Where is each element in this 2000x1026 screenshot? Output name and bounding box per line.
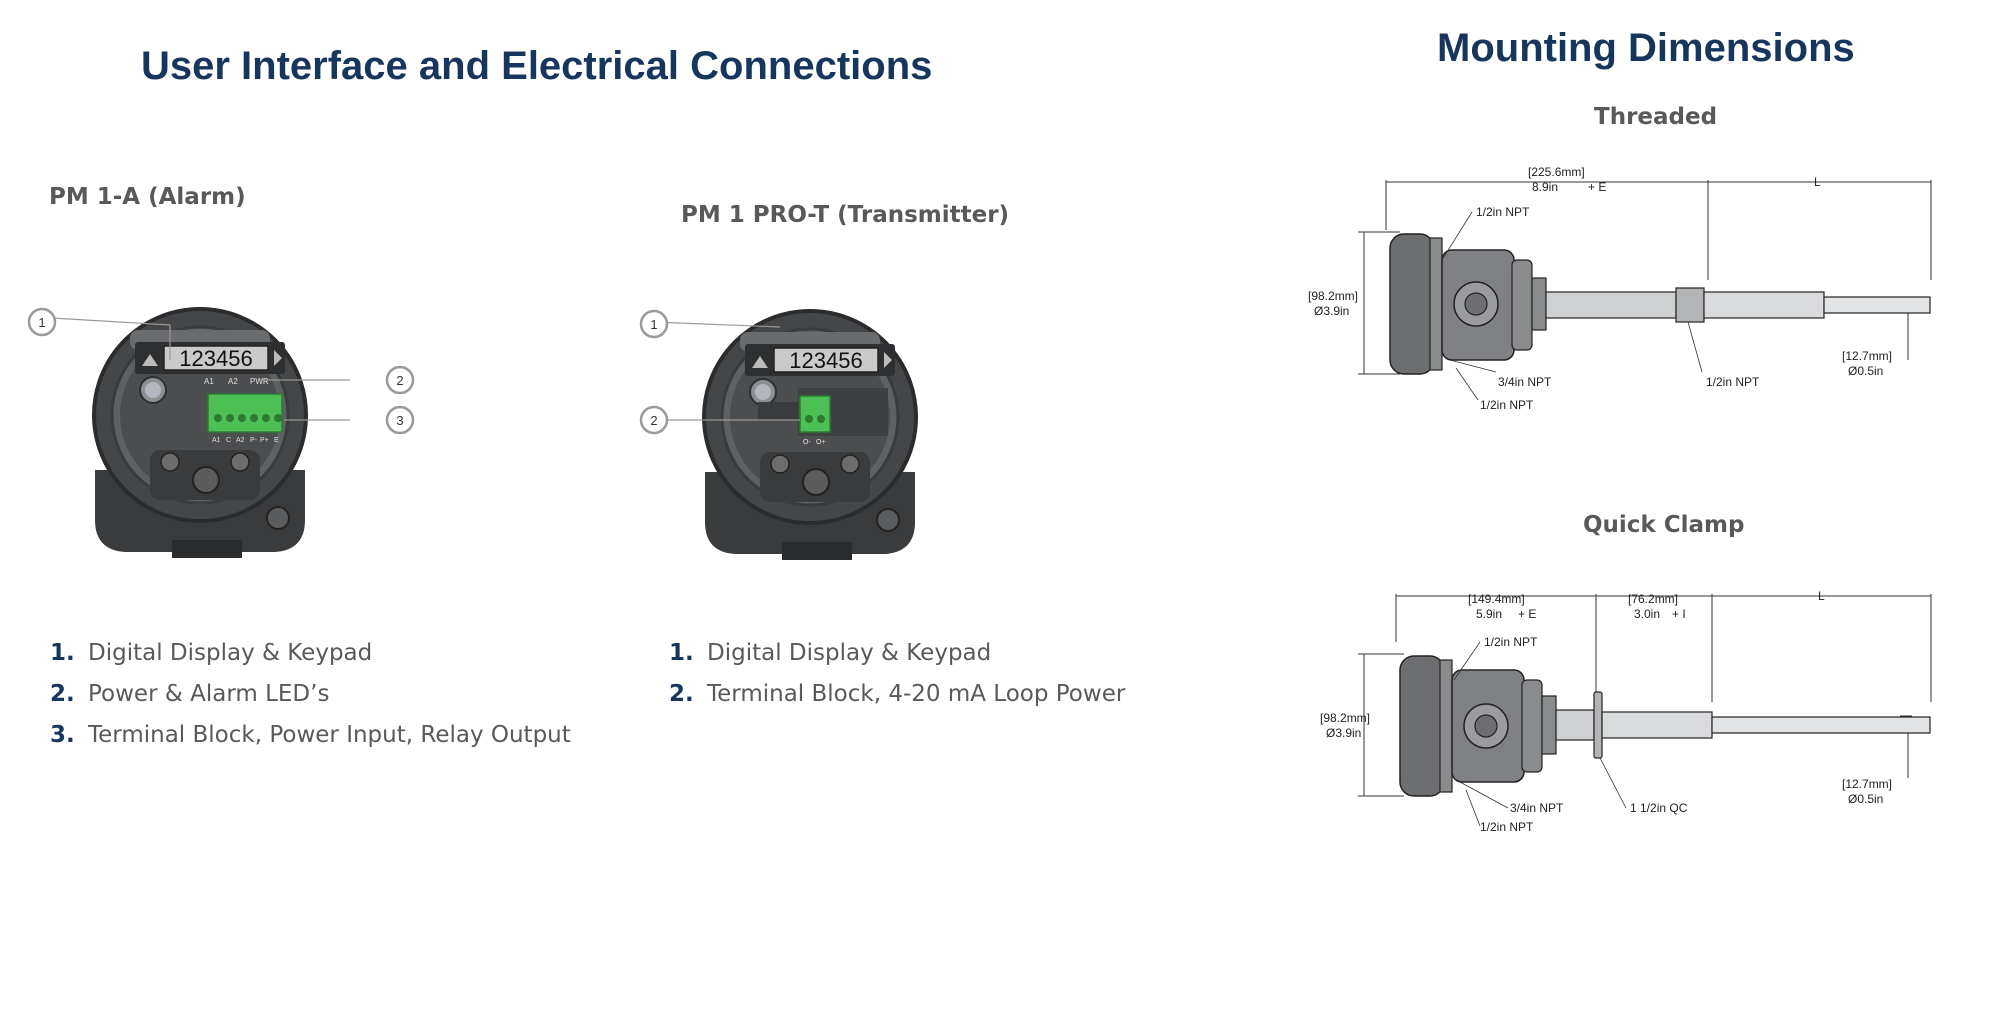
threaded-dia-mm: [98.2mm] (1308, 289, 1358, 303)
threaded-npt-probe: 1/2in NPT (1706, 375, 1760, 389)
threaded-npt-34: 3/4in NPT (1498, 375, 1552, 389)
callout-3: 3 (396, 413, 403, 428)
alarm-model-heading: PM 1-A (Alarm) (49, 184, 246, 210)
threaded-npt-top: 1/2in NPT (1476, 205, 1530, 219)
clamp-probe-mm: [12.7mm] (1842, 777, 1892, 791)
list-item: 2.Power & Alarm LED’s (50, 681, 330, 707)
clamp-dia-mm: [98.2mm] (1320, 711, 1370, 725)
terminal-label-a1: A1 (212, 437, 221, 444)
led-label-a2: A2 (228, 377, 238, 386)
clamp-length-in: 5.9in (1476, 607, 1502, 621)
clamp-ext-in: 3.0in (1634, 607, 1660, 621)
led-label-a1: A1 (204, 377, 214, 386)
transmitter-feature-list: 1.Digital Display & Keypad 2.Terminal Bl… (669, 640, 1125, 722)
terminal-label-a2: A2 (236, 437, 245, 444)
alarm-feature-list: 1.Digital Display & Keypad 2.Power & Ala… (50, 640, 571, 763)
threaded-dimension-drawing: [225.6mm] 8.9in + E L [98.2mm] Ø3.9in [1… (1308, 165, 1932, 412)
threaded-heading: Threaded (1594, 104, 1718, 130)
terminal-label-e: E (274, 437, 279, 444)
clamp-dia-in: Ø3.9in (1326, 726, 1361, 740)
terminal-label-pplus: P+ (260, 437, 269, 444)
terminal-label-oplus: O+ (816, 439, 826, 446)
threaded-length-plus: + E (1588, 180, 1606, 194)
list-item: 1.Digital Display & Keypad (669, 640, 992, 666)
led-label-pwr: PWR (250, 377, 269, 386)
clamp-qc: 1 1/2in QC (1630, 801, 1688, 815)
alarm-device-image: 123456 A1 A2 PWR A1 C A2 P- P+ E (51, 307, 350, 558)
page-title-mounting-dimensions: Mounting Dimensions (1437, 26, 1855, 70)
threaded-dia-in: Ø3.9in (1314, 304, 1349, 318)
quick-clamp-dimension-drawing: [149.4mm] 5.9in + E [76.2mm] 3.0in + I L… (1320, 589, 1932, 834)
display-readout: 123456 (179, 346, 252, 371)
threaded-probe-in: Ø0.5in (1848, 364, 1883, 378)
terminal-label-ominus: O- (803, 439, 811, 446)
clamp-ext-mm: [76.2mm] (1628, 592, 1678, 606)
terminal-label-pminus: P- (250, 437, 258, 444)
terminal-label-c: C (226, 437, 231, 444)
page-title-user-interface: User Interface and Electrical Connection… (141, 44, 933, 88)
list-item: 3.Terminal Block, Power Input, Relay Out… (50, 722, 571, 748)
threaded-npt-bottom: 1/2in NPT (1480, 398, 1534, 412)
callout-1: 1 (650, 317, 657, 332)
quick-clamp-heading: Quick Clamp (1583, 512, 1745, 538)
clamp-npt-34: 3/4in NPT (1510, 801, 1564, 815)
clamp-probe-in: Ø0.5in (1848, 792, 1883, 806)
threaded-length-mm: [225.6mm] (1528, 165, 1585, 179)
threaded-probe-mm: [12.7mm] (1842, 349, 1892, 363)
clamp-length-plus: + E (1518, 607, 1536, 621)
threaded-length-in: 8.9in (1532, 180, 1558, 194)
callout-2: 2 (396, 373, 403, 388)
clamp-npt-top: 1/2in NPT (1484, 635, 1538, 649)
alarm-callouts: 1 2 3 (27, 307, 415, 435)
threaded-L: L (1814, 175, 1821, 189)
clamp-ext-plus: + I (1672, 607, 1686, 621)
clamp-L: L (1818, 589, 1825, 603)
list-item: 2.Terminal Block, 4-20 mA Loop Power (669, 681, 1126, 707)
display-readout: 123456 (789, 348, 862, 373)
clamp-npt-bottom: 1/2in NPT (1480, 820, 1534, 834)
transmitter-model-heading: PM 1 PRO-T (Transmitter) (681, 202, 1010, 228)
clamp-length-mm: [149.4mm] (1468, 592, 1525, 606)
transmitter-device-image: 123456 O- O+ (651, 309, 918, 560)
callout-1: 1 (38, 315, 45, 330)
transmitter-callouts: 1 2 (639, 309, 669, 435)
list-item: 1.Digital Display & Keypad (50, 640, 373, 666)
callout-2: 2 (650, 413, 657, 428)
